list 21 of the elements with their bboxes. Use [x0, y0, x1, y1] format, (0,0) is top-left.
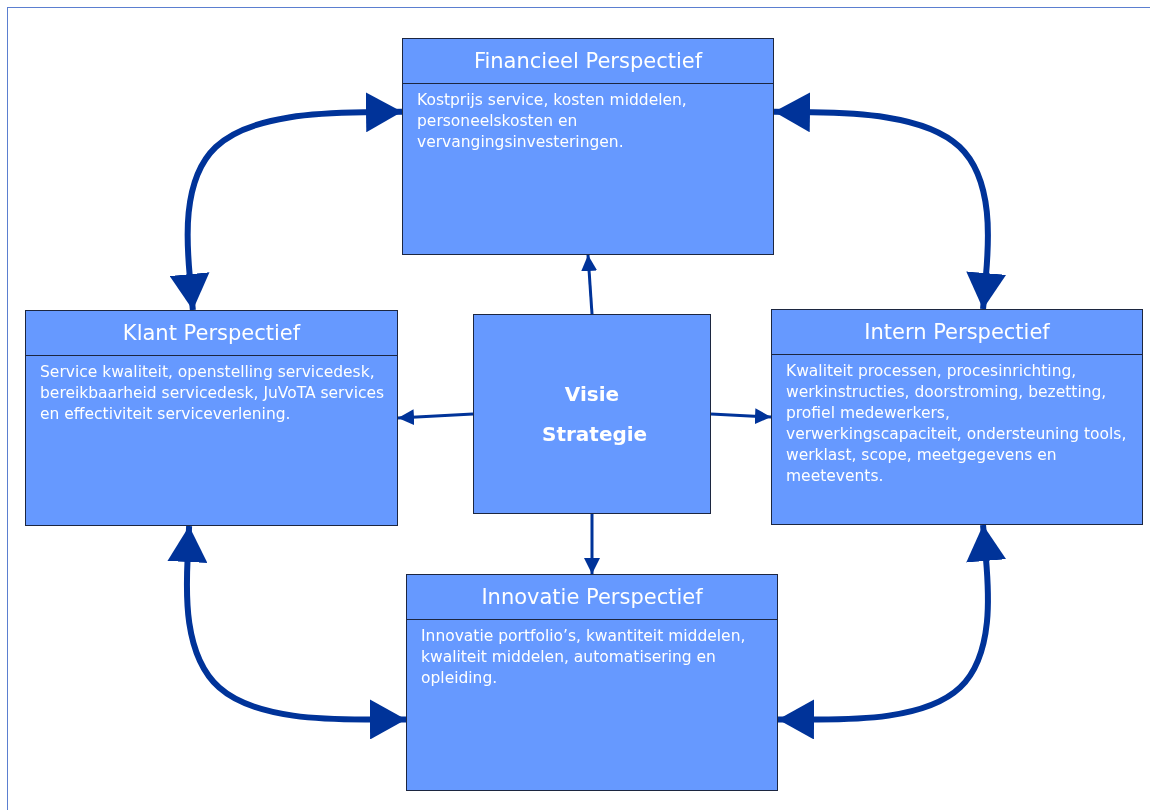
- box-heading: Financieel Perspectief: [403, 39, 773, 84]
- box-description: Service kwaliteit, openstelling servicedesk, bereikbaarheid servicedesk, JuVoTA services en effectiviteit serviceverlening.: [39, 362, 386, 425]
- arrow: [397, 409, 474, 426]
- box-heading: Intern Perspectief: [772, 310, 1142, 355]
- arrow: [581, 254, 598, 315]
- arrow: [710, 408, 772, 425]
- perspective-box: [406, 574, 778, 791]
- box-heading: Klant Perspectief: [26, 311, 397, 356]
- curved-double-arrow: [778, 524, 1007, 740]
- curved-double-arrow: [773, 92, 1007, 310]
- center-box: [473, 314, 711, 514]
- perspective-box: [25, 310, 398, 526]
- arrow: [584, 514, 600, 574]
- box-description: Kwaliteit processen, procesinrichting, werkinstructies, doorstroming, bezetting, profiel medewerkers, verwerkingscapaciteit, ondersteuning tools, werklast, scope, meetgegevens en meetevents.: [785, 361, 1128, 487]
- perspective-box: [402, 38, 774, 255]
- box-description: Kostprijs service, kosten middelen, personeelskosten en vervangingsinvesteringen.: [416, 90, 688, 153]
- box-heading: Innovatie Perspectief: [407, 575, 777, 620]
- curved-double-arrow: [167, 525, 406, 740]
- box-description: Innovatie portfolio’s, kwantiteit middelen, kwaliteit middelen, automatisering en opleiding.: [420, 626, 747, 689]
- perspective-box: [771, 309, 1143, 525]
- curved-double-arrow: [169, 92, 403, 311]
